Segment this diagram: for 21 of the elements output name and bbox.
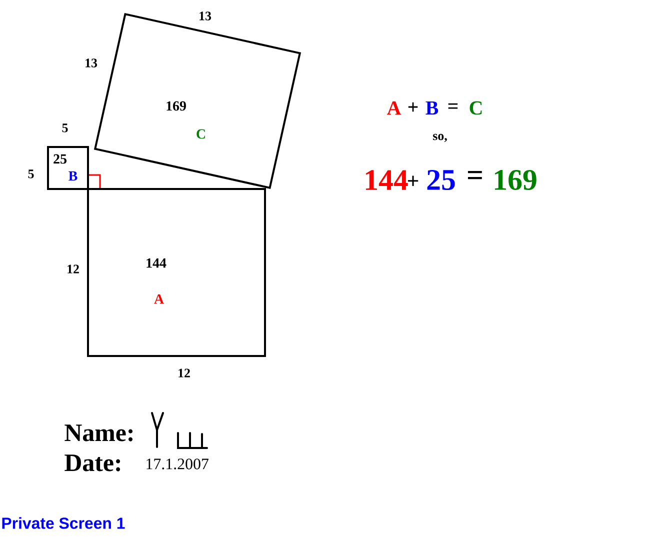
equals-sign: = xyxy=(468,171,482,180)
equation-term: 25 xyxy=(427,170,455,190)
small-square: 25 B xyxy=(47,146,89,190)
date-text: 17.1.2007 xyxy=(146,458,208,470)
equals-sign: = xyxy=(448,103,458,109)
screen-title: Private Screen 1 xyxy=(2,517,125,529)
side-length-label: 5 xyxy=(62,124,68,132)
field-label: Date: xyxy=(64,454,120,472)
side-length-label: 5 xyxy=(28,170,34,178)
plus-sign: + xyxy=(408,102,418,112)
equation-term: C xyxy=(470,101,482,115)
plus-sign: + xyxy=(408,176,418,186)
equation-term: B xyxy=(426,101,438,115)
large-square: 144 A xyxy=(87,188,266,357)
side-length-label: 13 xyxy=(200,12,212,20)
field-label: Name: xyxy=(64,424,132,442)
equation-term: 169 xyxy=(494,170,536,190)
equation-term: A xyxy=(387,101,402,115)
equation-term: 144 xyxy=(366,170,408,190)
note-text: so, xyxy=(433,134,447,142)
side-length-label: 12 xyxy=(178,368,190,378)
